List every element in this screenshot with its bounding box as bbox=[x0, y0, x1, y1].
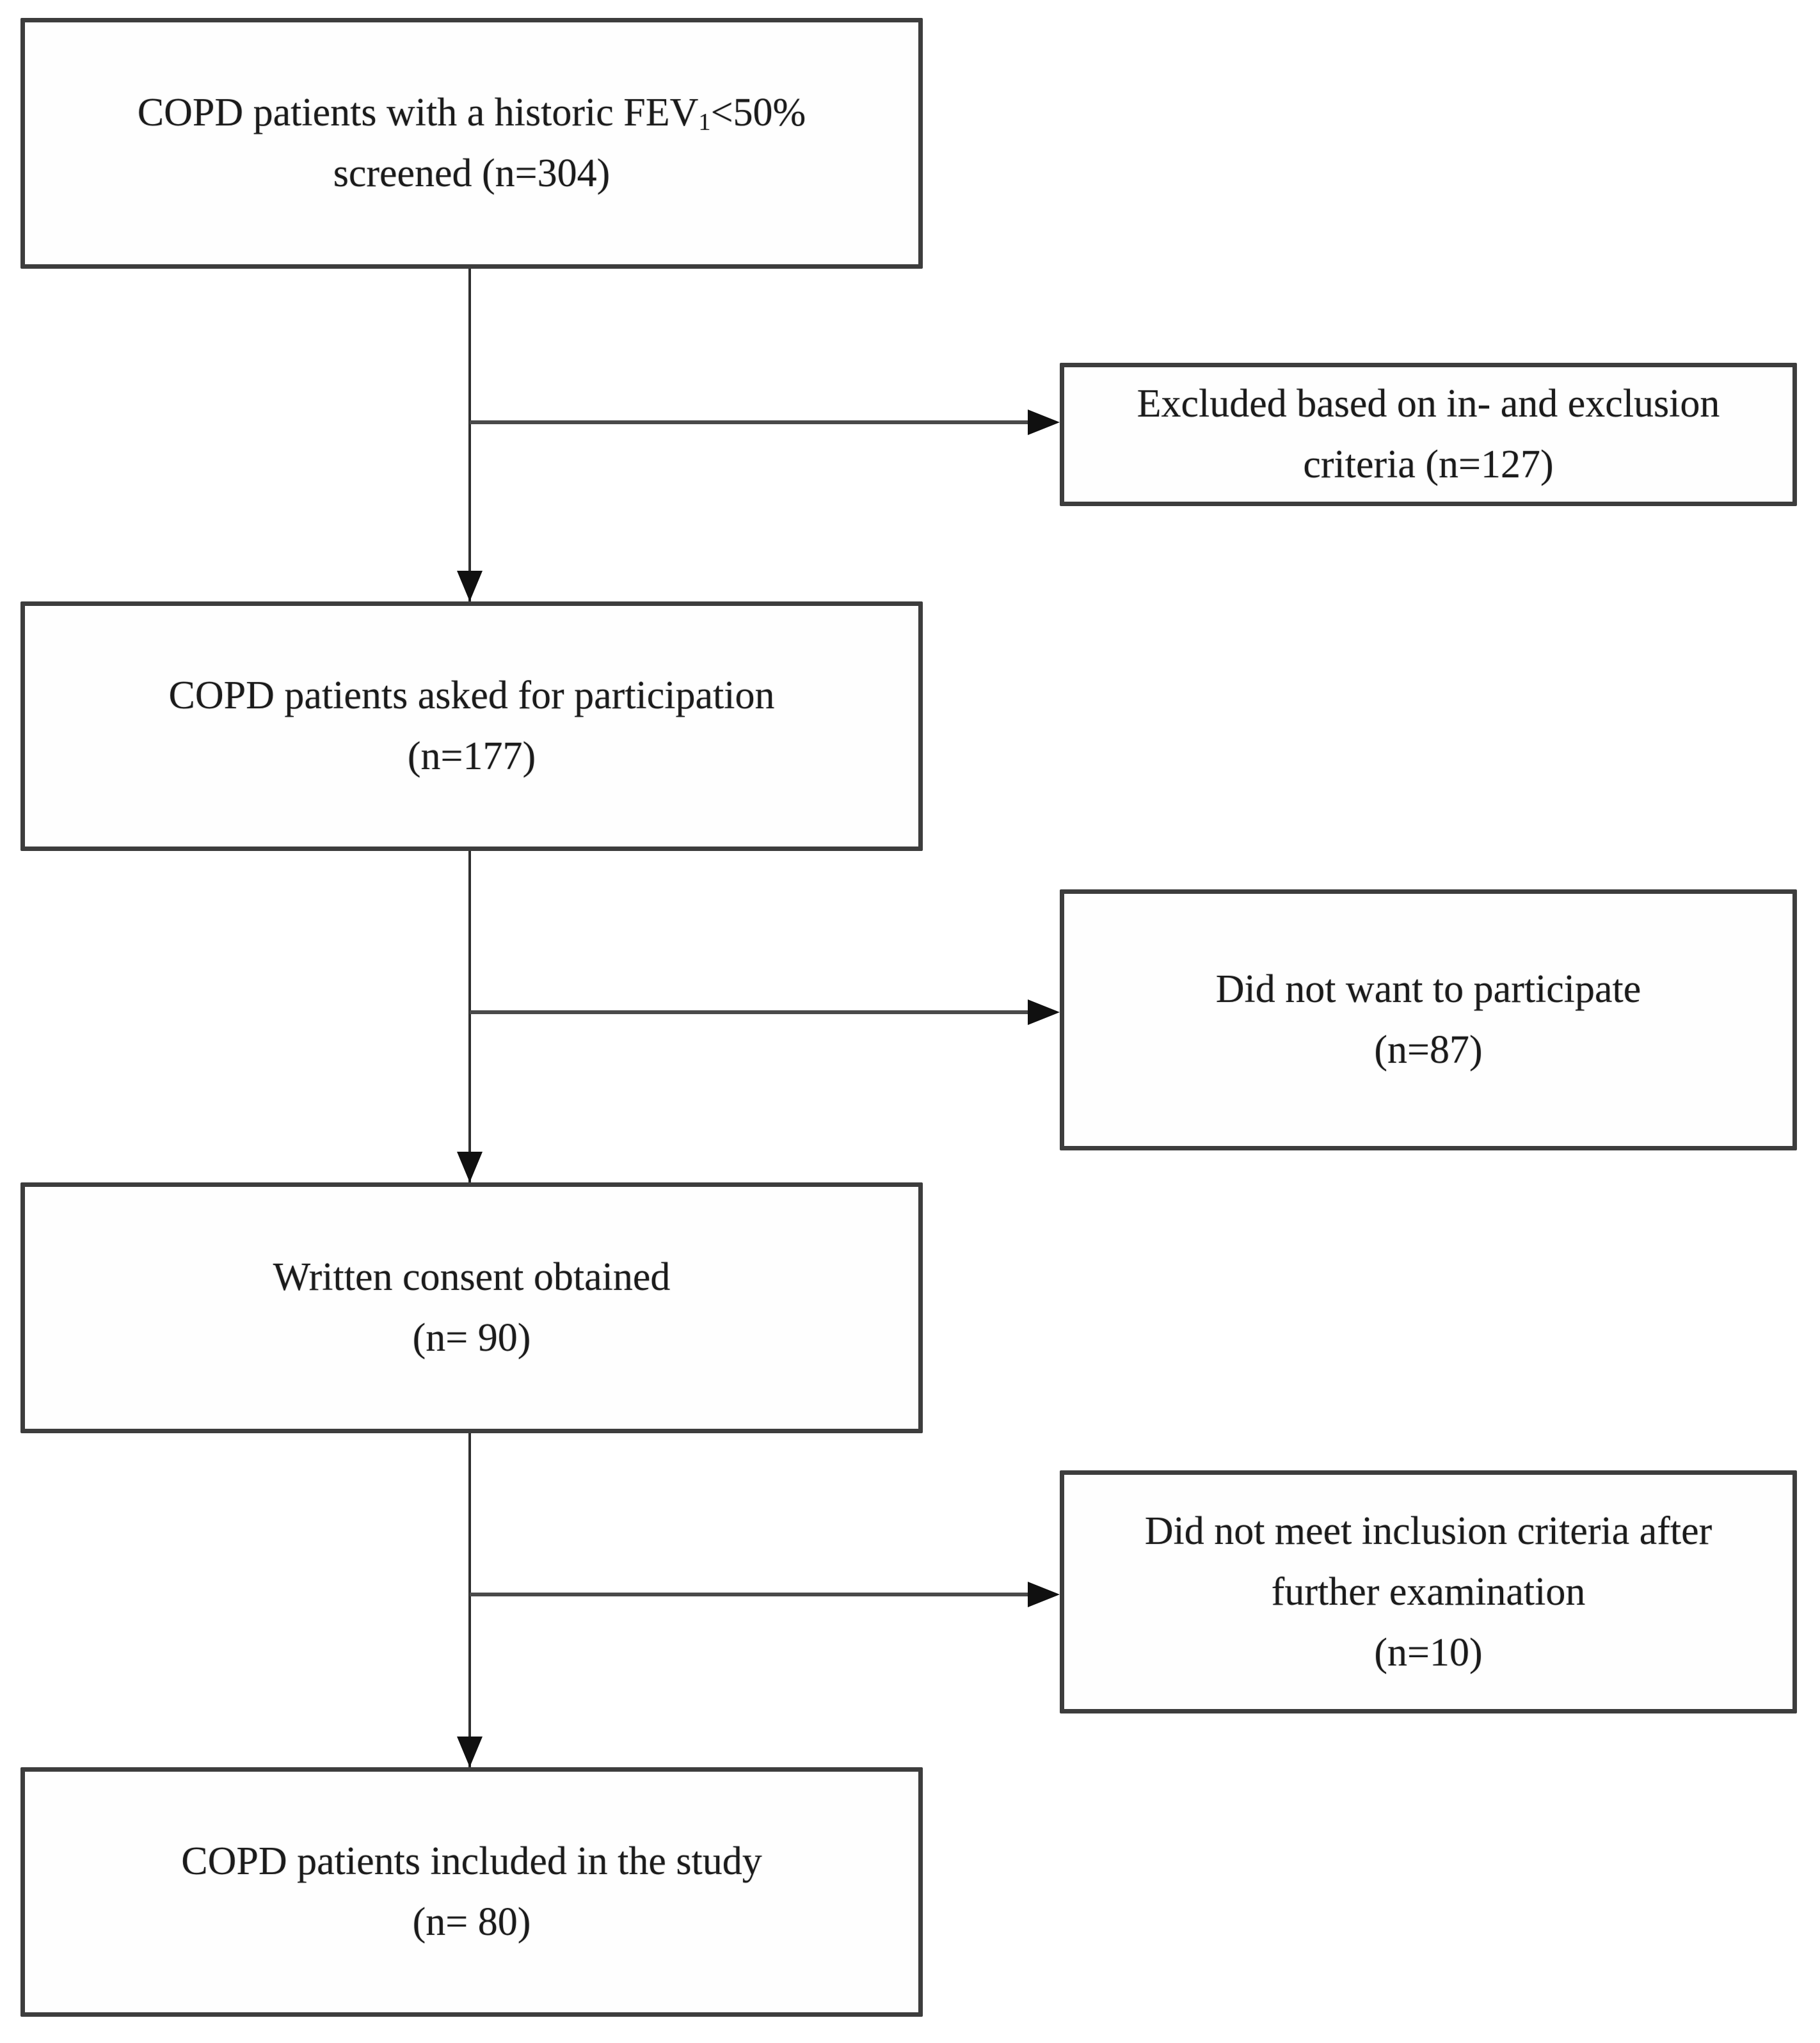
box-excluded-criteria: Excluded based on in- and exclusion crit… bbox=[1060, 363, 1797, 506]
arrow-down-icon bbox=[457, 571, 483, 601]
connector-screened-to-asked bbox=[468, 269, 471, 601]
box-asked-line1: COPD patients asked for participation bbox=[168, 674, 775, 717]
box-included-line1: COPD patients included in the study bbox=[181, 1840, 762, 1883]
box-asked-for-participation: COPD patients asked for participation (n… bbox=[20, 601, 923, 851]
box-declined-line2: (n=87) bbox=[1374, 1028, 1483, 1072]
box-screened-line2: screened (n=304) bbox=[333, 152, 611, 195]
arrow-right-icon bbox=[1028, 999, 1060, 1025]
box-included-line2: (n= 80) bbox=[412, 1900, 531, 1944]
box-excluded-line1: Excluded based on in- and exclusion bbox=[1137, 382, 1720, 425]
box-noteligible-line2: further examination bbox=[1271, 1570, 1586, 1614]
box-declined-line1: Did not want to participate bbox=[1215, 967, 1641, 1011]
fev1-subscript: 1 bbox=[698, 108, 711, 136]
box-screened-line1-prefix: COPD patients with a historic FEV bbox=[137, 91, 699, 134]
box-written-consent: Written consent obtained (n= 90) bbox=[20, 1182, 923, 1433]
box-consent-line2: (n= 90) bbox=[412, 1316, 531, 1360]
box-excluded-line2: criteria (n=127) bbox=[1303, 443, 1554, 486]
box-screened-line1-suffix: <50% bbox=[710, 91, 806, 134]
box-did-not-want-participate: Did not want to participate (n=87) bbox=[1060, 889, 1797, 1150]
arrow-right-icon bbox=[1028, 1582, 1060, 1607]
connector-branch-to-excluded bbox=[470, 420, 1030, 424]
arrow-down-icon bbox=[457, 1737, 483, 1767]
box-asked-line2: (n=177) bbox=[407, 735, 536, 778]
box-consent-line1: Written consent obtained bbox=[273, 1255, 671, 1299]
box-screened-line1: COPD patients with a historic FEV1<50% bbox=[25, 83, 918, 143]
connector-consent-to-included bbox=[468, 1433, 471, 1767]
connector-branch-to-noteligible bbox=[470, 1593, 1030, 1596]
box-noteligible-line3: (n=10) bbox=[1374, 1630, 1483, 1674]
box-screened: COPD patients with a historic FEV1<50% s… bbox=[20, 18, 923, 269]
box-included-in-study: COPD patients included in the study (n= … bbox=[20, 1767, 923, 2017]
connector-asked-to-consent bbox=[468, 851, 471, 1182]
connector-branch-to-declined bbox=[470, 1010, 1030, 1014]
arrow-down-icon bbox=[457, 1152, 483, 1182]
box-noteligible-line1: Did not meet inclusion criteria after bbox=[1144, 1509, 1712, 1553]
box-did-not-meet-criteria: Did not meet inclusion criteria after fu… bbox=[1060, 1470, 1797, 1713]
arrow-right-icon bbox=[1028, 409, 1060, 435]
